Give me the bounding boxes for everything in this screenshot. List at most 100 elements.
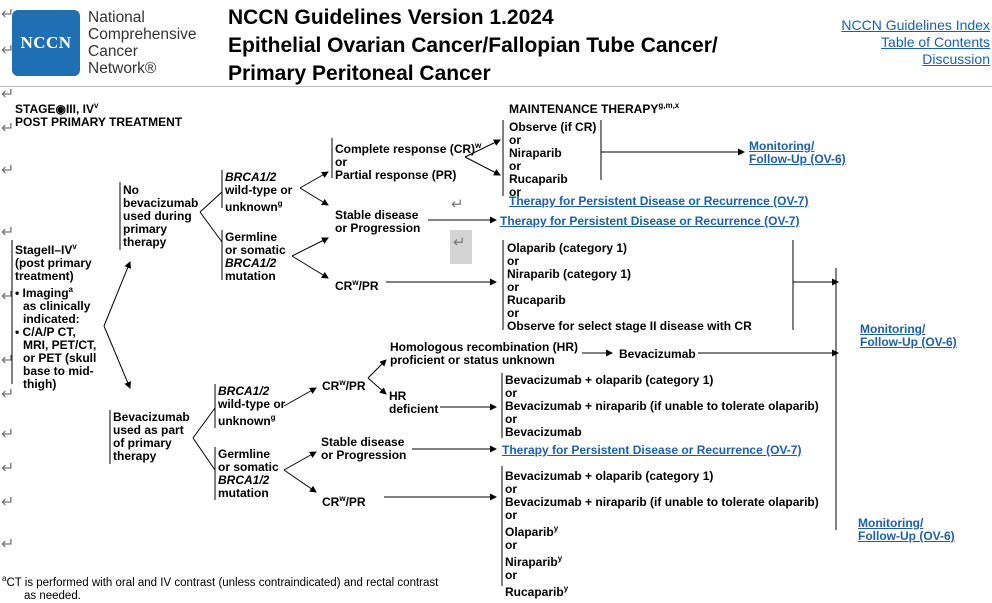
page-title: NCCN Guidelines Version 1.2024 Epithelia… <box>228 4 718 88</box>
monitoring-link-3[interactable]: Monitoring/ Follow-Up (OV-6) <box>858 517 955 543</box>
option-text: Bevacizumab + olaparib (category 1) <box>505 373 714 387</box>
monitoring-link-2[interactable]: Monitoring/ Follow-Up (OV-6) <box>860 323 957 349</box>
node-line: unknowng <box>225 197 292 214</box>
option-text: Rucaparib <box>505 585 564 599</box>
option-text: or <box>505 538 517 552</box>
hr-proficient-node: Homologous recombination (HR) proficient… <box>390 341 578 367</box>
monitoring-link-1[interactable]: Monitoring/ Follow-Up (OV-6) <box>749 140 846 166</box>
monitoring-link-text[interactable]: Monitoring/ <box>860 322 926 336</box>
crpr-node-1: CRw/PR <box>335 276 379 293</box>
footnote-ref: g,m,x <box>658 101 680 110</box>
bevacizumab-option: Bevacizumab <box>619 347 696 361</box>
footnote-ref: y <box>553 524 559 533</box>
footnote-ref: v <box>93 101 99 110</box>
return-icon: ↵ <box>453 234 466 251</box>
node-text: CR <box>322 379 340 393</box>
node-text: Bevacizumab <box>113 410 190 424</box>
monitoring-link-text[interactable]: Monitoring/ <box>858 516 924 530</box>
option-text: Olaparib (category 1) <box>507 241 628 255</box>
node-text: proficient or status unknown <box>390 353 555 367</box>
option-text: or <box>505 412 517 426</box>
footnote-ref: v <box>72 242 77 251</box>
table-of-contents-link[interactable]: Table of Contents <box>881 34 990 50</box>
option-text: or <box>509 185 521 199</box>
root-text: • Imaging <box>15 286 69 300</box>
stage-rest: III, IV <box>65 102 94 116</box>
root-node: StageII–IVv (post primary treatment) • I… <box>15 240 96 391</box>
return-icon: ↵ <box>1 86 15 103</box>
node-line: Complete response (CR)w <box>335 139 481 156</box>
stable-disease-node-1: Stable disease or Progression <box>335 209 420 235</box>
node-text: BRCA1/2 <box>218 473 270 487</box>
root-text: StageII–IV <box>15 243 73 257</box>
node-text: unknown <box>218 414 271 428</box>
option-text: or <box>505 568 517 582</box>
monitoring-link-text[interactable]: Monitoring/ <box>749 139 815 153</box>
node-text: Germline <box>218 447 271 461</box>
return-icon: ↵ <box>1 224 15 241</box>
option-text: Bevacizumab <box>505 425 582 439</box>
return-icon: ↵ <box>1 494 15 511</box>
option-text: or <box>507 280 519 294</box>
node-text: HR <box>389 389 407 403</box>
node-text: or Progression <box>335 221 421 235</box>
node-text: Partial response (PR) <box>335 168 457 182</box>
node-text: or somatic <box>225 243 286 257</box>
node-text: Stable disease <box>335 208 419 222</box>
discussion-link[interactable]: Discussion <box>922 51 990 67</box>
maintenance-heading: MAINTENANCE THERAPYg,m,x <box>509 99 679 116</box>
organization-name: National Comprehensive Cancer Network® <box>88 9 197 77</box>
brca-mutation-node-2: Germline or somatic BRCA1/2 mutation <box>218 448 279 500</box>
node-text: /PR <box>358 279 379 293</box>
monitoring-link-text[interactable]: Follow-Up (OV-6) <box>749 152 846 166</box>
bevacizumab-node: Bevacizumab used as part of primary ther… <box>113 411 190 463</box>
option-text: Olaparib <box>505 525 554 539</box>
options-box-3: Bevacizumab + olaparib (category 1) or B… <box>505 374 819 439</box>
option-text: or <box>507 306 519 320</box>
title-line: Epithelial Ovarian Cancer/Fallopian Tube… <box>228 34 718 57</box>
persistent-disease-link-1[interactable]: Therapy for Persistent Disease or Recurr… <box>509 194 809 208</box>
options-box-2: Olaparib (category 1) or Niraparib (cate… <box>507 242 752 333</box>
node-text: Homologous recombination (HR) <box>390 340 578 354</box>
footnote-ref: y <box>557 554 563 563</box>
option-line: Rucapariby <box>505 582 819 599</box>
org-line: Cancer <box>88 43 138 60</box>
footnote-ref: w <box>352 278 359 287</box>
footnote-ref: w <box>339 378 346 387</box>
node-text: therapy <box>113 449 157 463</box>
node-text: bevacizumab <box>123 196 199 210</box>
node-text: or somatic <box>218 460 279 474</box>
node-text: mutation <box>218 486 269 500</box>
node-text: mutation <box>225 269 276 283</box>
header-links: NCCN Guidelines Index Table of Contents … <box>841 17 990 68</box>
root-text: thigh) <box>23 377 57 391</box>
root-text: as clinically <box>23 299 91 313</box>
option-text: or <box>505 482 517 496</box>
return-icon: ↵ <box>1 288 15 305</box>
stage-heading: STAGE◉III, IVv POST PRIMARY TREATMENT <box>15 99 182 129</box>
nccn-logo: NCCN <box>12 10 80 76</box>
monitoring-link-text[interactable]: Follow-Up (OV-6) <box>860 335 957 349</box>
footnote-ref: g <box>270 413 276 422</box>
maintenance-label: MAINTENANCE THERAPY <box>509 102 659 116</box>
option-text: Niraparib <box>509 146 562 160</box>
node-text: CR <box>322 495 340 509</box>
option-text: Niraparib <box>505 555 558 569</box>
root-text: MRI, PET/CT, <box>23 338 97 352</box>
title-line: NCCN Guidelines Version 1.2024 <box>228 6 554 29</box>
node-text: BRCA1/2 <box>225 256 277 270</box>
footnote-line: aCT is performed with oral and IV contra… <box>2 574 438 589</box>
return-icon: ↵ <box>1 6 15 23</box>
no-bevacizumab-node: No bevacizumab used during primary thera… <box>123 184 198 249</box>
root-text: (post primary <box>15 256 92 270</box>
node-text: used during <box>123 209 192 223</box>
persistent-disease-link-3[interactable]: Therapy for Persistent Disease or Recurr… <box>502 443 802 457</box>
root-text: indicated: <box>23 312 80 326</box>
stage-mark: ◉ <box>55 102 66 116</box>
persistent-disease-link-2[interactable]: Therapy for Persistent Disease or Recurr… <box>500 214 800 228</box>
monitoring-link-text[interactable]: Follow-Up (OV-6) <box>858 529 955 543</box>
guidelines-index-link[interactable]: NCCN Guidelines Index <box>841 17 990 33</box>
root-line: • Imaginga <box>15 283 96 300</box>
root-text: treatment) <box>15 269 74 283</box>
